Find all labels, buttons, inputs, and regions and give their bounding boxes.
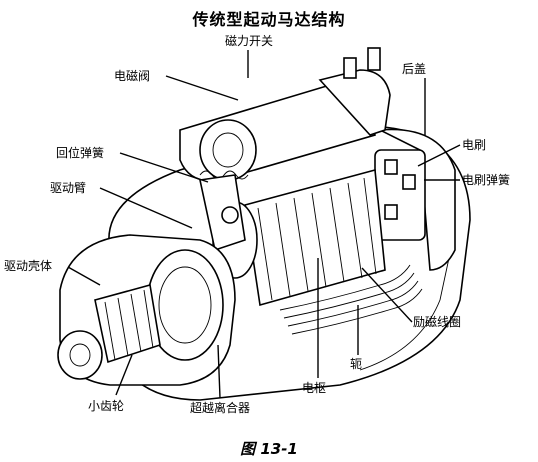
rear-cover-shape [377,128,456,271]
label-overrunning-clutch: 超越离合器 [190,400,250,415]
label-drive-arm: 驱动臂 [50,181,86,195]
label-return-spring: 回位弹簧 [56,145,104,160]
leader-brush [417,144,461,167]
label-rear-cover: 后盖 [402,62,426,76]
brush-block-3 [384,204,398,220]
diagram-title: 传统型起动马达结构 [192,10,346,29]
pinion-gear-shape [94,283,161,364]
label-brush-spring: 电刷弹簧 [462,172,510,187]
leader-overrunning-clutch [217,344,221,399]
label-yoke: 轭 [350,356,362,371]
leader-field-coil [361,267,413,323]
terminal-post [367,47,381,71]
return-spring-shape [199,170,249,180]
leader-pinion [115,354,133,396]
leader-drive-arm [99,187,193,229]
label-solenoid-switch: 磁力开关 [225,33,273,48]
brush-holder [374,149,426,241]
shaft-end [57,330,103,380]
label-drive-housing: 驱动壳体 [4,259,52,273]
field-coil-shape [279,264,411,311]
brush-block-2 [402,174,416,190]
leader-return-spring [119,152,209,183]
armature-slots [257,177,377,301]
leader-electromagnetic-valve [165,75,239,101]
brush-block-1 [384,159,398,175]
leader-drive-housing [67,266,101,286]
label-pinion: 小齿轮 [88,399,124,413]
solenoid-cap [318,69,391,136]
armature-core [244,168,386,307]
label-brush: 电刷 [462,138,486,152]
label-field-coil: 励磁线圈 [413,314,461,329]
figure-caption: 图 13-1 [240,440,298,458]
label-armature: 电枢 [302,380,326,395]
label-electromagnetic-valve: 电磁阀 [114,68,150,83]
